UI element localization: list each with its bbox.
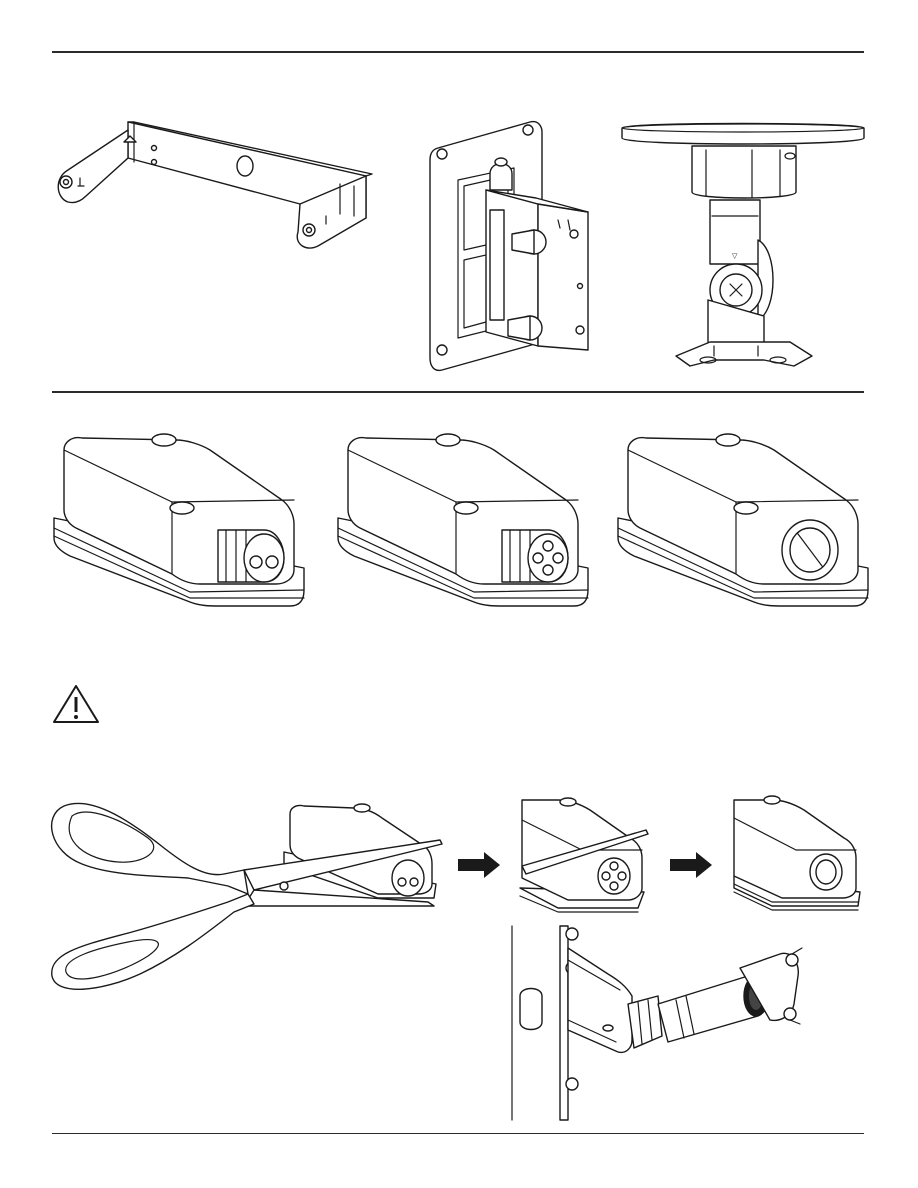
cable-grommet-4-hole-figure <box>334 430 590 606</box>
wall-mount-bracket-figure <box>428 120 608 372</box>
wall-mount-bracket-illustration <box>428 120 608 372</box>
bottom-divider <box>52 1133 864 1134</box>
middle-divider <box>52 391 864 393</box>
grommet-open-figure <box>732 792 864 914</box>
warning-triangle-icon <box>52 684 100 724</box>
ceiling-mount-bracket-figure: ▽ <box>618 120 868 372</box>
ceiling-mount-bracket-illustration: ▽ <box>618 120 868 372</box>
arrow-right-icon-2 <box>668 850 714 880</box>
conduit-connection-figure <box>508 924 812 1122</box>
cable-grommet-open-illustration <box>614 430 870 606</box>
u-bracket-figure <box>50 118 380 258</box>
cable-grommet-4-hole-illustration <box>334 430 590 606</box>
cable-grommet-2-hole-figure <box>50 430 306 606</box>
scissors-cutting-illustration <box>48 792 448 994</box>
conduit-connection-illustration <box>508 924 812 1122</box>
u-bracket-illustration <box>50 118 380 258</box>
cable-grommet-open-figure <box>614 430 870 606</box>
arrow-right-icon <box>456 850 502 880</box>
svg-text:▽: ▽ <box>732 253 738 260</box>
grommet-cut-figure <box>518 792 654 914</box>
grommet-open-illustration <box>732 792 864 914</box>
scissors-cutting-figure <box>48 792 448 994</box>
top-divider <box>52 51 864 53</box>
cable-grommet-2-hole-illustration <box>50 430 306 606</box>
grommet-cut-illustration <box>518 792 654 914</box>
